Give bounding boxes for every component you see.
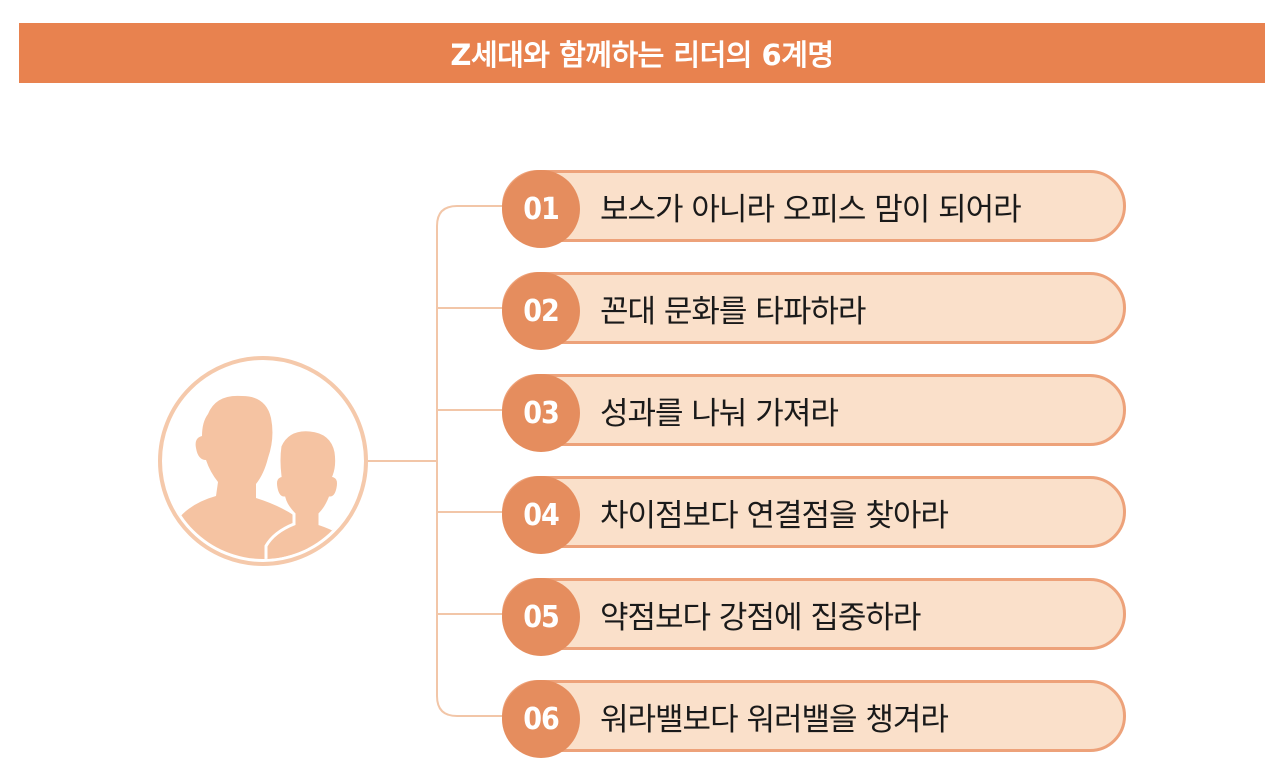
number-badge: 03	[502, 374, 580, 452]
item-text: 약점보다 강점에 집중하라	[600, 599, 921, 636]
list-item: 05 약점보다 강점에 집중하라	[502, 578, 1126, 656]
item-text: 꼰대 문화를 타파하라	[600, 293, 866, 330]
list-item: 03 성과를 나눠 가져라	[502, 374, 1126, 452]
item-text: 보스가 아니라 오피스 맘이 되어라	[600, 191, 1022, 228]
page-title: Z세대와 함께하는 리더의 6계명	[450, 38, 834, 72]
vertical-bracket	[436, 205, 502, 717]
avatar-circle	[158, 356, 368, 566]
item-text: 차이점보다 연결점을 찾아라	[600, 497, 949, 534]
title-banner: Z세대와 함께하는 리더의 6계명	[19, 23, 1265, 83]
list-item: 06 워라밸보다 워러밸을 챙겨라	[502, 680, 1126, 758]
list-item: 04 차이점보다 연결점을 찾아라	[502, 476, 1126, 554]
list-item: 01 보스가 아니라 오피스 맘이 되어라	[502, 170, 1126, 248]
item-text: 워라밸보다 워러밸을 챙겨라	[600, 701, 949, 738]
list-item: 02 꼰대 문화를 타파하라	[502, 272, 1126, 350]
number-badge: 04	[502, 476, 580, 554]
number-badge: 06	[502, 680, 580, 758]
number-badge: 02	[502, 272, 580, 350]
item-text: 성과를 나눠 가져라	[600, 395, 839, 432]
number-badge: 05	[502, 578, 580, 656]
two-people-silhouette-icon	[158, 356, 368, 566]
number-badge: 01	[502, 170, 580, 248]
